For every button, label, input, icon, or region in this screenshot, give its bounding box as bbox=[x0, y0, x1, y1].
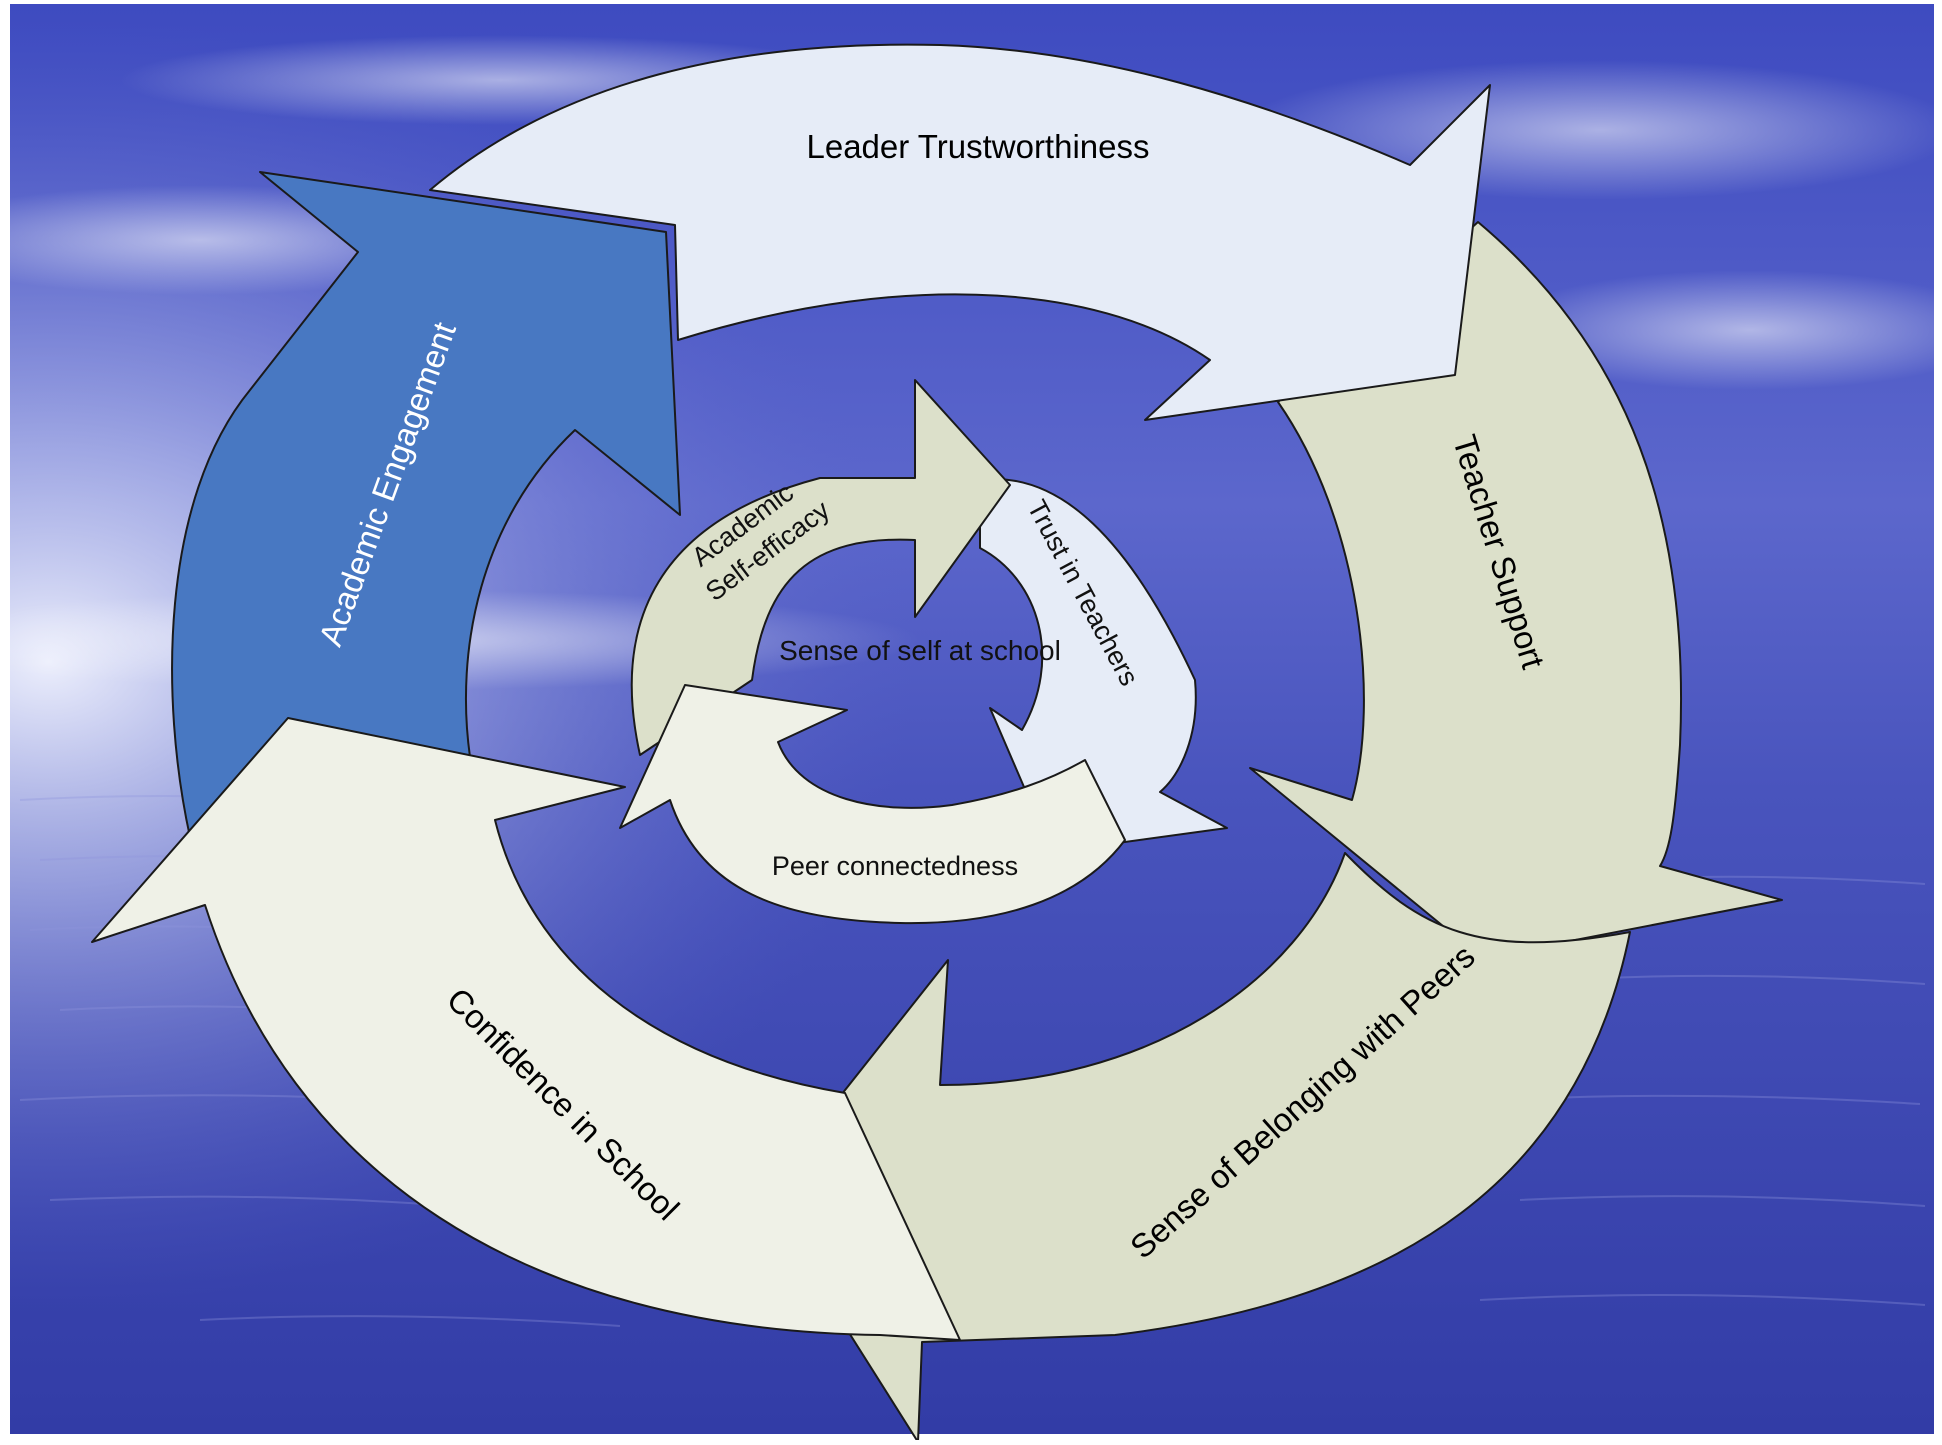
label-peer-connectedness: Peer connectedness bbox=[772, 851, 1018, 881]
label-leader-trustworthiness: Leader Trustworthiness bbox=[806, 128, 1149, 165]
outer-cycle bbox=[91, 43, 1783, 1443]
arrow-teacher-support bbox=[1249, 221, 1783, 959]
cloud-wisp bbox=[1490, 270, 1942, 390]
arrow-academic-self-efficacy bbox=[630, 379, 1011, 756]
center-label: Sense of self at school bbox=[779, 635, 1061, 666]
arrow-trust-in-teachers bbox=[979, 478, 1228, 853]
inner-cycle bbox=[619, 379, 1228, 925]
arrow-academic-engagement bbox=[171, 171, 681, 838]
arrow-sense-of-belonging bbox=[761, 852, 1631, 1443]
arrow-peer-connectedness bbox=[619, 684, 1126, 925]
arrow-leader-trustworthiness bbox=[429, 43, 1491, 421]
arrow-confidence-in-school bbox=[91, 717, 961, 1341]
